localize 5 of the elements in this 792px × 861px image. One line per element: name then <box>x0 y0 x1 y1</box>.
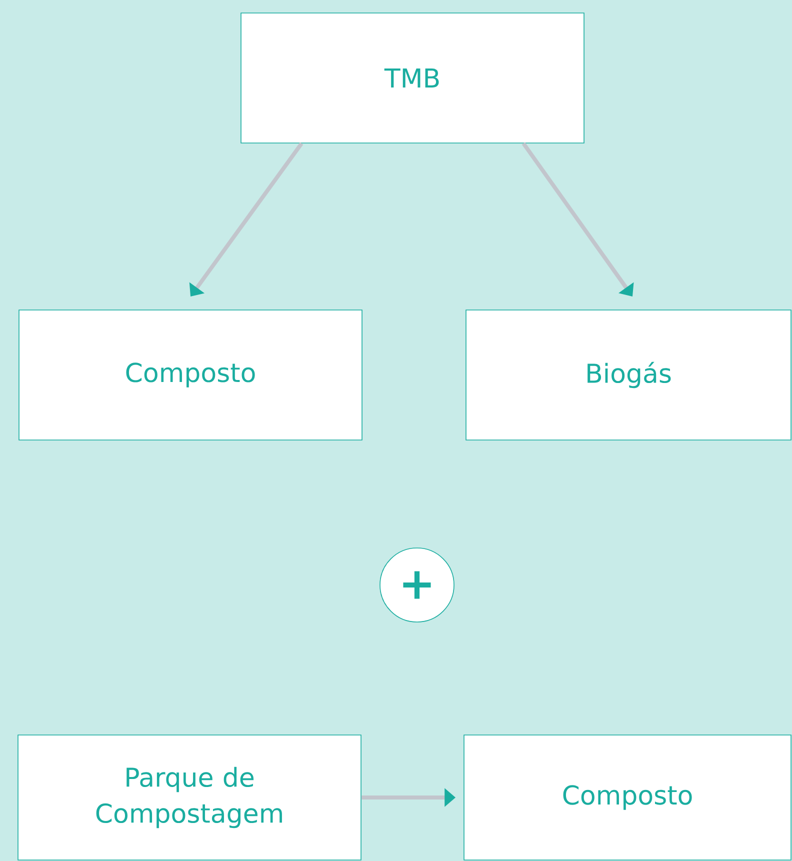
process-box: TMB <box>240 12 584 144</box>
process-box: Composto <box>464 734 792 860</box>
process-box: Composto <box>18 310 362 440</box>
process-box: Parque de Compostagem <box>18 734 362 860</box>
process-box: Biogás <box>466 310 792 440</box>
